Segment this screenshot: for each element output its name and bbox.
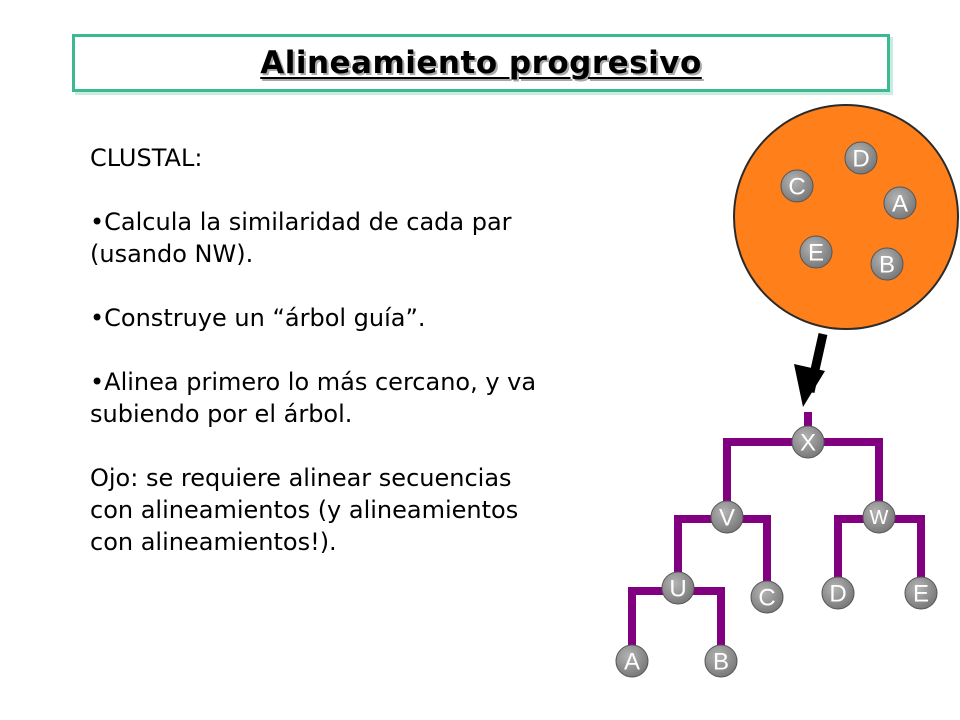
tree-leaf-b-label: B — [713, 649, 729, 676]
sequence-pool-circle — [733, 104, 959, 330]
pool-node-e: E — [799, 235, 833, 269]
pool-node-d-label: D — [852, 146, 869, 173]
tree-node-w: W — [862, 500, 896, 534]
bullet-align-closest: •Alinea primero lo más cercano, y va subi… — [90, 366, 650, 430]
pool-node-a-label: A — [892, 191, 908, 218]
bullet-3-line-2: subiendo por el árbol. — [90, 400, 353, 428]
tree-node-v: V — [710, 500, 744, 534]
tree-leaf-d: D — [821, 576, 855, 610]
heading-text: CLUSTAL: — [90, 144, 203, 172]
tree-leaf-b: B — [704, 644, 738, 678]
tree-node-x: X — [791, 425, 825, 459]
note-warning: Ojo: se requiere alinear secuencias con a… — [90, 462, 650, 558]
bullet-2-text: •Construye un “árbol guía”. — [90, 304, 426, 332]
tree-leaf-a-label: A — [624, 649, 640, 676]
tree-node-x-label: X — [800, 430, 816, 457]
down-arrow-icon — [794, 333, 828, 407]
slide-title: Alineamiento progresivo — [260, 45, 702, 81]
pool-node-e-label: E — [808, 240, 824, 267]
body-text: CLUSTAL: •Calcula la similaridad de cada… — [90, 142, 650, 558]
guide-tree-branches — [628, 412, 925, 662]
pool-node-d: D — [844, 141, 878, 175]
heading-clustal: CLUSTAL: — [90, 142, 650, 174]
tree-leaf-a: A — [615, 644, 649, 678]
bullet-1-line-1: •Calcula la similaridad de cada par — [90, 208, 512, 236]
title-box: Alineamiento progresivo — [72, 34, 890, 92]
tree-node-w-label: W — [870, 507, 889, 529]
tree-node-u: U — [661, 571, 695, 605]
bullet-guide-tree: •Construye un “árbol guía”. — [90, 302, 650, 334]
tree-node-u-label: U — [669, 576, 686, 603]
tree-leaf-c: C — [750, 580, 784, 614]
bullet-similarity: •Calcula la similaridad de cada par (usan… — [90, 206, 650, 270]
tree-leaf-e: E — [904, 576, 938, 610]
tree-leaf-e-label: E — [913, 581, 929, 608]
bullet-1-line-2: (usando NW). — [90, 240, 254, 268]
pool-node-c-label: C — [788, 174, 805, 201]
note-line-2: con alineamientos (y alineamientos — [90, 496, 519, 524]
pool-node-b-label: B — [879, 252, 895, 279]
pool-node-b: B — [870, 247, 904, 281]
tree-leaf-c-label: C — [758, 585, 775, 612]
bullet-3-line-1: •Alinea primero lo más cercano, y va — [90, 368, 537, 396]
note-line-3: con alineamientos!). — [90, 528, 337, 556]
pool-node-c: C — [780, 169, 814, 203]
note-line-1: Ojo: se requiere alinear secuencias — [90, 464, 512, 492]
pool-node-a: A — [883, 186, 917, 220]
tree-node-v-label: V — [719, 505, 735, 532]
tree-leaf-d-label: D — [829, 581, 846, 608]
